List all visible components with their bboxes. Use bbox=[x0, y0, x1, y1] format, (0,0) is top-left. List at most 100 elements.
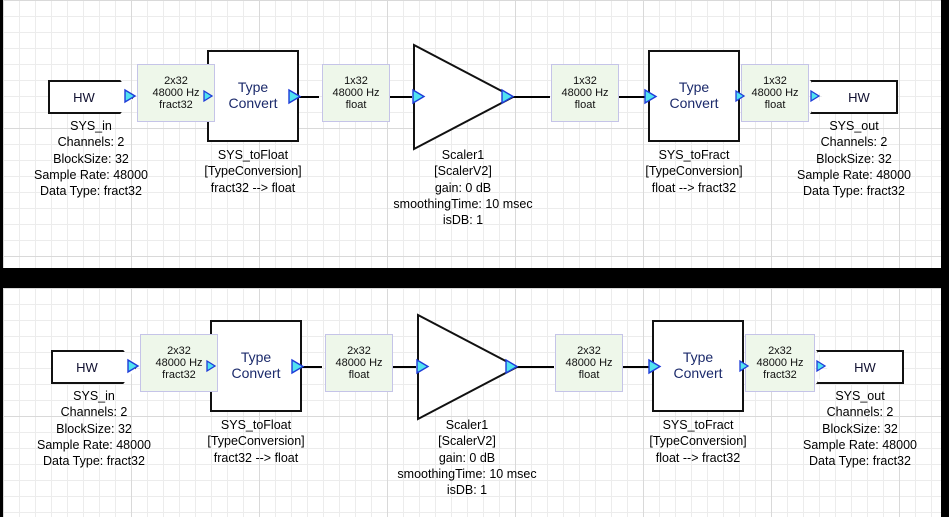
annotation-prop: BlockSize: 32 bbox=[53, 151, 129, 166]
tag-dims: 1x32 bbox=[573, 74, 597, 87]
block-title-line2: Convert bbox=[669, 95, 719, 111]
annotation-prop: Data Type: fract32 bbox=[803, 184, 905, 198]
annotation-sys-out: SYS_out Channels: 2 BlockSize: 32 Sample… bbox=[797, 118, 911, 199]
signal-tag-3[interactable]: 2x32 48000 Hz float bbox=[555, 334, 623, 392]
annotation-name: SYS_toFract bbox=[662, 418, 734, 432]
port-out-sys-tofloat[interactable] bbox=[290, 358, 305, 375]
tag-dtype: fract32 bbox=[159, 99, 193, 112]
block-title-line2: Convert bbox=[673, 365, 723, 381]
block-title-line1: Type bbox=[678, 79, 710, 96]
block-sys-tofloat[interactable]: Type Convert bbox=[207, 50, 299, 142]
tag-dims: 2x32 bbox=[347, 344, 371, 357]
panel-separator bbox=[0, 268, 949, 288]
port-in-sys-out[interactable] bbox=[815, 359, 827, 373]
annotation-prop: Sample Rate: 48000 bbox=[797, 167, 911, 182]
tag-dims: 2x32 bbox=[167, 344, 191, 357]
annotation-prop: Channels: 2 bbox=[57, 135, 125, 150]
annotation-sys-in: SYS_in Channels: 2 BlockSize: 32 Sample … bbox=[37, 388, 151, 469]
port-in-scaler1[interactable] bbox=[415, 358, 430, 375]
port-in-scaler1[interactable] bbox=[411, 88, 426, 105]
port-out-scaler1[interactable] bbox=[500, 88, 515, 105]
annotation-sys-tofract: SYS_toFract [TypeConversion] float --> f… bbox=[645, 147, 742, 196]
block-label: HW bbox=[73, 89, 95, 105]
annotation-scaler1: Scaler1 [ScalerV2] gain: 0 dB smoothingT… bbox=[397, 417, 536, 498]
signal-tag-4[interactable]: 2x32 48000 Hz fract32 bbox=[745, 334, 815, 392]
block-label: HW bbox=[854, 359, 876, 375]
annotation-prop: isDB: 1 bbox=[446, 483, 488, 497]
tag-rate: 48000 Hz bbox=[155, 356, 203, 369]
tag-dtype: float bbox=[578, 369, 600, 382]
wire-scaler-to-tag3 bbox=[512, 366, 554, 368]
annotation-type: [TypeConversion] bbox=[204, 164, 302, 179]
port-out-sys-in[interactable] bbox=[126, 358, 140, 374]
block-label: HW bbox=[76, 359, 98, 375]
block-sys-tofract[interactable]: Type Convert bbox=[648, 50, 740, 142]
block-sys-out[interactable]: HW bbox=[816, 350, 904, 384]
annotation-prop: Data Type: fract32 bbox=[40, 184, 142, 198]
wire-tag2-to-scaler bbox=[392, 366, 416, 368]
signal-tag-1[interactable]: 2x32 48000 Hz fract32 bbox=[137, 64, 215, 122]
annotation-prop: Channels: 2 bbox=[820, 135, 888, 150]
block-title-line1: Type bbox=[682, 349, 714, 366]
block-sys-out[interactable]: HW bbox=[810, 80, 898, 114]
block-sys-tofract[interactable]: Type Convert bbox=[652, 320, 744, 412]
signal-tag-3[interactable]: 1x32 48000 Hz float bbox=[551, 64, 619, 122]
block-title-line2: Convert bbox=[228, 95, 278, 111]
tag-dtype: fract32 bbox=[162, 369, 196, 382]
block-label: HW bbox=[848, 89, 870, 105]
port-in-sys-out[interactable] bbox=[809, 89, 821, 103]
tag-rate: 48000 Hz bbox=[565, 356, 613, 369]
signal-tag-1[interactable]: 2x32 48000 Hz fract32 bbox=[140, 334, 218, 392]
signal-tag-4[interactable]: 1x32 48000 Hz float bbox=[741, 64, 809, 122]
port-in-sys-tofloat[interactable] bbox=[202, 89, 214, 103]
diagram-canvas-top[interactable]: HW 2x32 48000 Hz fract32 Type Convert 1x… bbox=[3, 0, 941, 268]
port-out-sys-tofloat[interactable] bbox=[287, 88, 302, 105]
annotation-sys-out: SYS_out Channels: 2 BlockSize: 32 Sample… bbox=[803, 388, 917, 469]
annotation-name: SYS_toFloat bbox=[220, 418, 292, 432]
block-sys-in[interactable]: HW bbox=[48, 80, 134, 114]
tag-dtype: float bbox=[574, 99, 596, 112]
annotation-prop: BlockSize: 32 bbox=[822, 421, 898, 436]
annotation-prop: Channels: 2 bbox=[60, 405, 128, 420]
signal-tag-2[interactable]: 1x32 48000 Hz float bbox=[322, 64, 390, 122]
annotation-name: SYS_out bbox=[829, 119, 879, 133]
port-out-scaler1[interactable] bbox=[504, 358, 519, 375]
annotation-type: [ScalerV2] bbox=[434, 164, 492, 179]
tag-dims: 1x32 bbox=[344, 74, 368, 87]
port-in-sys-tofract[interactable] bbox=[647, 358, 662, 375]
annotation-detail: float --> fract32 bbox=[655, 450, 741, 465]
port-in-sys-tofloat[interactable] bbox=[205, 359, 217, 373]
annotation-name: SYS_in bbox=[70, 119, 112, 133]
annotation-prop: BlockSize: 32 bbox=[56, 421, 132, 436]
annotation-prop: gain: 0 dB bbox=[438, 450, 496, 465]
port-out-sys-tofract[interactable] bbox=[734, 89, 746, 103]
annotation-type: [TypeConversion] bbox=[649, 434, 747, 449]
annotation-prop: smoothingTime: 10 msec bbox=[397, 466, 537, 481]
annotation-prop: Sample Rate: 48000 bbox=[34, 167, 148, 182]
tag-dtype: float bbox=[764, 99, 786, 112]
annotation-prop: isDB: 1 bbox=[442, 213, 484, 227]
diagram-canvas-bottom[interactable]: HW 2x32 48000 Hz fract32 Type Convert 2x… bbox=[3, 288, 941, 517]
port-in-sys-tofract[interactable] bbox=[643, 88, 658, 105]
annotation-prop: Channels: 2 bbox=[826, 405, 894, 420]
block-sys-in[interactable]: HW bbox=[51, 350, 137, 384]
annotation-name: SYS_toFract bbox=[658, 148, 730, 162]
annotation-prop: smoothingTime: 10 msec bbox=[393, 196, 533, 211]
tag-dims: 1x32 bbox=[763, 74, 787, 87]
port-out-sys-tofract[interactable] bbox=[738, 359, 750, 373]
annotation-sys-tofract: SYS_toFract [TypeConversion] float --> f… bbox=[649, 417, 746, 466]
wire-scaler-to-tag3 bbox=[508, 96, 550, 98]
wire-tag2-to-scaler bbox=[388, 96, 412, 98]
annotation-prop: BlockSize: 32 bbox=[816, 151, 892, 166]
wire-tag3-to-toFract bbox=[623, 366, 649, 368]
annotation-prop: Data Type: fract32 bbox=[43, 454, 145, 468]
port-out-sys-in[interactable] bbox=[123, 88, 137, 104]
tag-rate: 48000 Hz bbox=[332, 86, 380, 99]
tag-rate: 48000 Hz bbox=[751, 86, 799, 99]
signal-tag-2[interactable]: 2x32 48000 Hz float bbox=[325, 334, 393, 392]
block-sys-tofloat[interactable]: Type Convert bbox=[210, 320, 302, 412]
tag-rate: 48000 Hz bbox=[335, 356, 383, 369]
tag-dtype: fract32 bbox=[763, 369, 797, 382]
annotation-name: Scaler1 bbox=[441, 148, 485, 162]
